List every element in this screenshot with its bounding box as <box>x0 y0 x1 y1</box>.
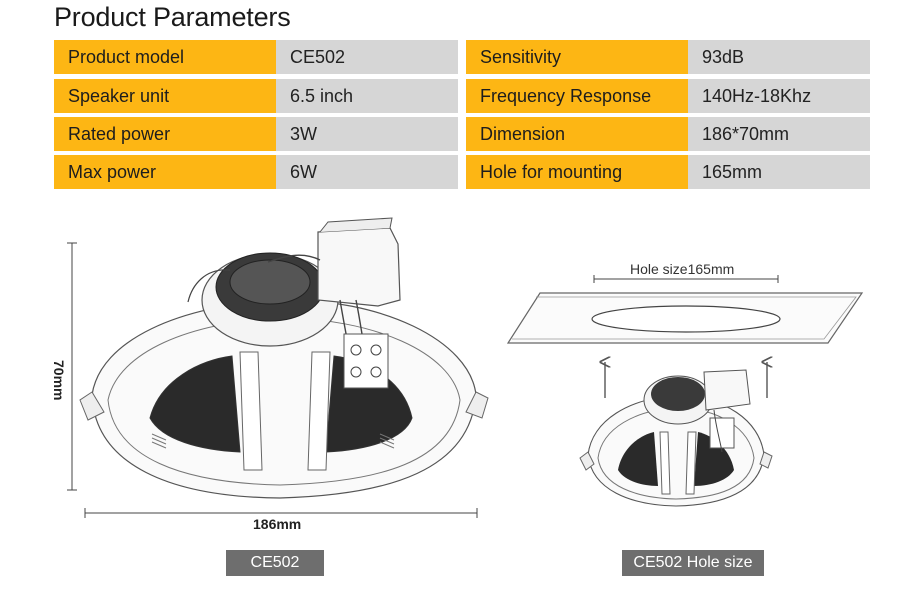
param-key: Sensitivity <box>466 40 688 74</box>
param-value: 165mm <box>688 155 870 189</box>
caption-hole-size: CE502 Hole size <box>622 550 764 576</box>
param-value: 6.5 inch <box>276 79 458 113</box>
width-label: 186mm <box>253 516 302 532</box>
param-key: Hole for mounting <box>466 155 688 189</box>
height-dimension-line <box>67 242 77 491</box>
speaker-side-view <box>79 217 489 499</box>
hole-dimension-line <box>593 275 779 283</box>
param-key: Rated power <box>54 117 276 151</box>
page-title: Product Parameters <box>54 2 291 32</box>
param-key: Frequency Response <box>466 79 688 113</box>
hole-size-label: Hole size165mm <box>630 261 735 277</box>
width-dimension-line <box>84 508 478 518</box>
param-key: Dimension <box>466 117 688 151</box>
speaker-small-view <box>579 369 773 507</box>
arrow-up-icon <box>605 362 767 398</box>
param-value: 6W <box>276 155 458 189</box>
param-value: 93dB <box>688 40 870 74</box>
param-key: Product model <box>54 40 276 74</box>
param-key: Speaker unit <box>54 79 276 113</box>
ceiling-board <box>506 292 864 344</box>
height-label: 70mm <box>51 360 67 401</box>
caption-model: CE502 <box>226 550 324 576</box>
param-value: 186*70mm <box>688 117 870 151</box>
param-value: CE502 <box>276 40 458 74</box>
param-key: Max power <box>54 155 276 189</box>
param-value: 140Hz-18Khz <box>688 79 870 113</box>
param-value: 3W <box>276 117 458 151</box>
